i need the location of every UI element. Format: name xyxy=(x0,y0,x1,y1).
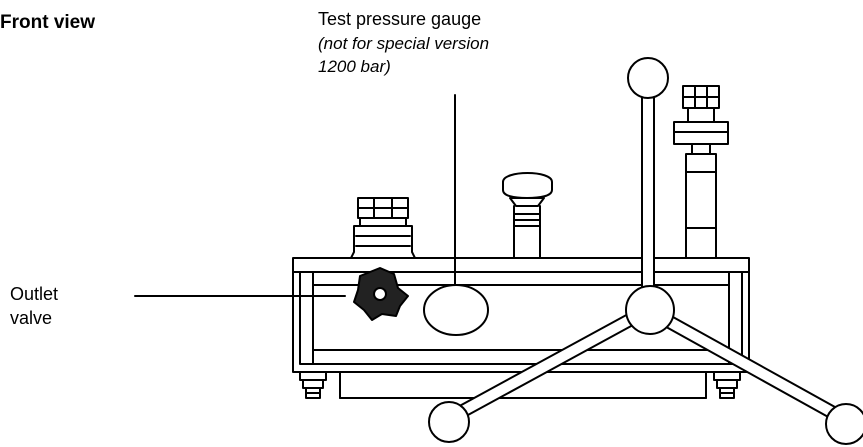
gauge-title: Test pressure gauge xyxy=(318,9,482,29)
front-view-heading: Front view xyxy=(0,12,96,33)
left-foot xyxy=(299,371,327,399)
gauge-window xyxy=(423,284,489,336)
cross-handle xyxy=(428,57,863,445)
gauge-note-line-1: (not for special version xyxy=(318,34,490,53)
right-foot xyxy=(713,371,741,399)
right-fitting xyxy=(673,85,729,259)
outlet-valve-knob xyxy=(353,267,409,321)
outlet-label-line-2: valve xyxy=(10,308,53,328)
outlet-label-line-1: Outlet xyxy=(10,284,59,304)
left-fitting xyxy=(350,197,416,259)
center-knob xyxy=(502,172,553,259)
gauge-note-line-2: 1200 bar) xyxy=(318,57,391,76)
